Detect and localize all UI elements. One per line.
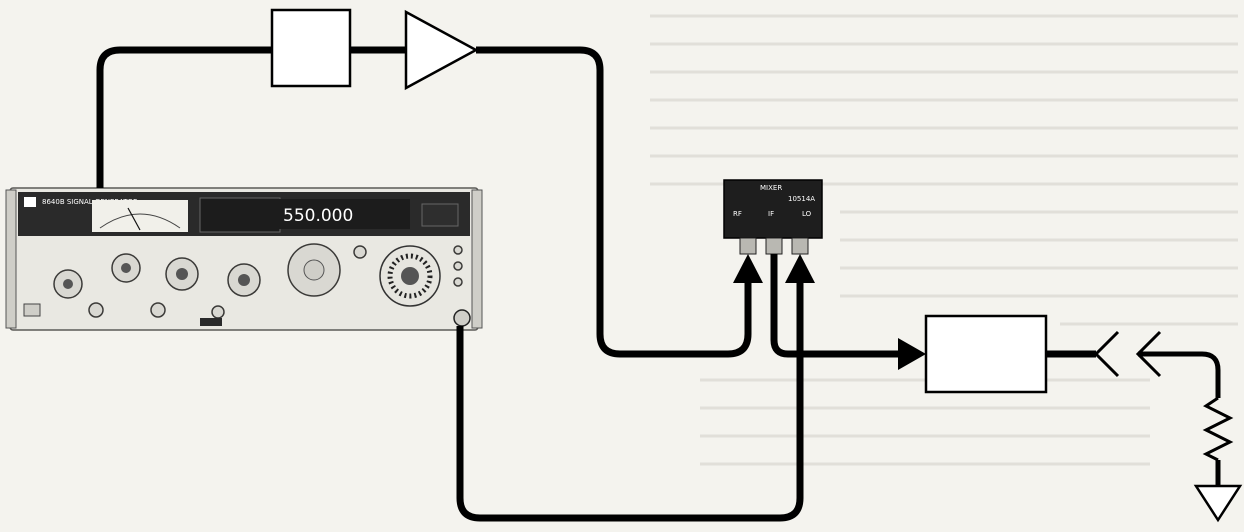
wire-mixer-to-box <box>770 254 904 358</box>
wires <box>96 46 1096 522</box>
mixer-module: MIXER 10514A RF IF LO <box>723 179 823 255</box>
mixer-connectors <box>739 237 809 255</box>
resistor-icon <box>1202 396 1234 462</box>
rf-output-connector-icon[interactable] <box>453 309 471 327</box>
generator-brand: 8640B SIGNAL GENERATOR <box>42 198 138 206</box>
frequency-readout: 550.000 <box>283 206 353 226</box>
level-meter <box>92 200 188 232</box>
probe-tip-icon <box>1093 330 1120 378</box>
connector-icon[interactable] <box>791 237 809 255</box>
connector-icon[interactable] <box>211 305 225 319</box>
mixer-port-if: IF <box>768 210 774 218</box>
connector-icon[interactable] <box>150 302 166 318</box>
frequency-display <box>270 199 410 229</box>
arrow-icon <box>733 254 763 283</box>
connector-icon[interactable] <box>88 302 104 318</box>
arrow-icon <box>898 338 926 370</box>
meter-needle-icon <box>127 207 141 231</box>
hp-logo-icon <box>24 197 36 207</box>
meter-scale-icon <box>99 213 181 229</box>
connector-icon[interactable] <box>765 237 783 255</box>
background-texture <box>640 8 1240 508</box>
generator-controls <box>23 243 471 327</box>
ground-icon <box>1193 484 1243 523</box>
wire-amplifier-to-mixer <box>476 46 752 358</box>
wire-generator-to-mixer <box>456 282 804 522</box>
component-box <box>924 314 1048 394</box>
arrow-icon <box>785 254 815 283</box>
component-box <box>270 8 352 88</box>
signal-generator: 8640B SIGNAL GENERATOR 550.000 <box>5 187 483 331</box>
arrowheads <box>733 254 926 370</box>
load-network <box>1093 330 1243 523</box>
mixer-port-lo: LO <box>802 210 812 218</box>
mixer-model: 10514A <box>788 195 815 203</box>
knob-icon[interactable] <box>353 245 367 259</box>
connector-icon[interactable] <box>739 237 757 255</box>
wire-generator-to-box <box>96 46 272 188</box>
amplifier-icon <box>404 9 479 91</box>
mixer-title: MIXER <box>760 184 782 192</box>
switch-icon[interactable] <box>23 303 41 317</box>
mixer-port-rf: RF <box>733 210 742 218</box>
